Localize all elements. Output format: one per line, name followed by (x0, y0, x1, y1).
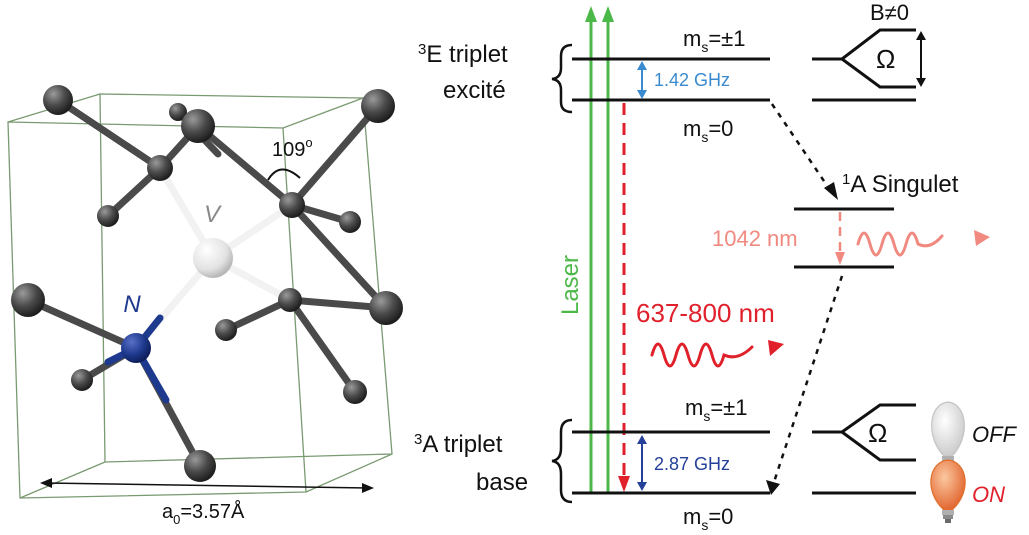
carbon-atom (215, 319, 237, 341)
ground-omega: Ω (868, 418, 887, 448)
ground-zeeman-splitting (812, 403, 916, 495)
emission-wavelength: 637-800 nm (636, 298, 775, 328)
carbon-atom (181, 109, 215, 143)
bulb-on-icon (930, 459, 966, 523)
ir-emission-arrowhead (974, 230, 990, 246)
zeeman-panel: Ω B≠0 Ω OFF ON (812, 0, 1018, 523)
singlet-state: 1A Singulet 1042 nm (712, 171, 990, 269)
ground-state-label: 3A triplet (414, 431, 503, 458)
ground-ms0-label: ms=0 (683, 504, 733, 533)
carbon-atom (369, 291, 403, 325)
excited-state-label-2: excité (443, 77, 506, 104)
ground-triplet: 3A triplet base ms=±1 ms=0 2.87 GHz (414, 395, 770, 533)
field-splitting-arrow (916, 31, 926, 87)
carbon-atom (169, 103, 187, 121)
vacancy-label: V (204, 201, 222, 228)
ground-state-label-2: base (476, 469, 528, 496)
excited-brace (551, 43, 573, 114)
ir-transition-arrow (835, 212, 845, 265)
carbon-atom (343, 380, 367, 404)
carbon-atom (71, 369, 93, 391)
excited-triplet: 3E triplet excité ms=±1 ms=0 1.42 GHz (418, 26, 770, 145)
laser-label: Laser (557, 255, 584, 315)
laser-arrows (585, 6, 614, 492)
isc-arrowhead-upper (824, 182, 838, 200)
on-label: ON (972, 482, 1005, 507)
excited-omega: Ω (876, 44, 895, 74)
singlet-wavelength: 1042 nm (712, 226, 798, 251)
carbon-atom (97, 205, 119, 227)
energy-level-diagram: Laser 3E triplet excité ms=±1 ms=0 1.42 … (414, 6, 990, 533)
carbon-atom (147, 155, 173, 181)
vacancy-site (193, 238, 233, 278)
ground-splitting-arrow (637, 435, 647, 491)
nitrogen-atom (121, 333, 151, 363)
diamond-unit-cell: V N 109o a0=3.57Å (7, 85, 403, 527)
field-label: B≠0 (870, 0, 909, 25)
excited-splitting-arrow (637, 61, 647, 99)
excited-ms1-label: ms=±1 (683, 26, 746, 55)
carbon-atom (339, 211, 361, 233)
off-label: OFF (972, 422, 1018, 447)
emission-arrow (618, 103, 630, 492)
carbon-atom (278, 288, 302, 312)
ir-emission-wave (856, 231, 944, 257)
bulb-off-icon (931, 401, 965, 469)
ground-ms1-label: ms=±1 (685, 395, 748, 424)
lattice-parameter-label: a0=3.57Å (162, 500, 245, 527)
singlet-label: 1A Singulet (842, 171, 959, 198)
carbon-atom (11, 283, 45, 317)
carbon-atom (43, 85, 73, 115)
lattice-parameter-arrow (40, 478, 374, 493)
nitrogen-label: N (123, 291, 141, 318)
isc-arrowhead-lower (766, 480, 780, 495)
carbon-atoms (11, 85, 403, 482)
carbon-atom (279, 192, 305, 218)
ground-brace (551, 418, 573, 504)
carbon-bonds (24, 96, 390, 470)
excited-state-label: 3E triplet (418, 41, 508, 68)
excited-zeeman-splitting (812, 28, 916, 102)
intersystem-crossing (770, 103, 844, 483)
excited-splitting-label: 1.42 GHz (654, 70, 730, 90)
excited-ms0-label: ms=0 (683, 116, 733, 145)
ground-splitting-label: 2.87 GHz (654, 454, 730, 474)
emission-wave (650, 340, 784, 368)
bond-angle-arc (267, 168, 301, 181)
angle-label: 109o (272, 135, 313, 161)
carbon-atom (361, 89, 395, 123)
carbon-atom (184, 450, 216, 482)
